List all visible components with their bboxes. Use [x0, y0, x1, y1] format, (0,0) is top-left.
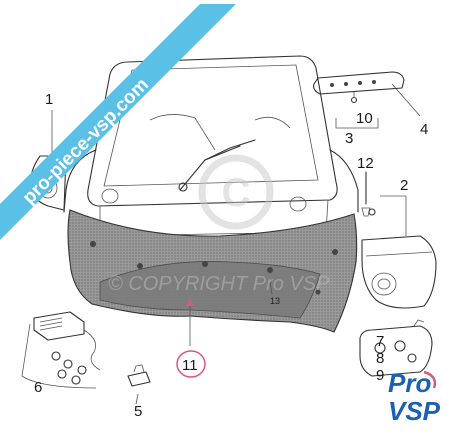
provsp-logo: Pro VSP — [388, 368, 441, 426]
callout-4: 4 — [420, 121, 428, 138]
callout-9: 9 — [376, 367, 384, 384]
callout-10: 10 — [356, 110, 373, 127]
callout-3: 3 — [345, 130, 353, 147]
logo-swoosh — [423, 370, 437, 389]
callout-12: 12 — [357, 155, 374, 172]
callout-8: 8 — [376, 350, 384, 367]
logo-line2: VSP — [388, 396, 441, 426]
callout-11: 11 — [182, 357, 198, 374]
callout-7: 7 — [376, 333, 384, 350]
highlight-ring — [176, 350, 206, 378]
callout-6: 6 — [34, 379, 42, 396]
banner-text: pro-piece-vsp.com — [19, 74, 153, 208]
screw-part — [361, 171, 376, 217]
rear-bumper — [67, 209, 358, 333]
vehicle-rear-body — [63, 55, 359, 237]
clip-part — [127, 364, 151, 387]
watermark-text: © COPYRIGHT Pro VSP — [108, 273, 330, 295]
callout-5: 5 — [134, 403, 142, 420]
callout-2: 2 — [400, 177, 408, 194]
lamp-bulb-parts-cluster — [359, 319, 433, 377]
parking-sensor-kit — [21, 311, 101, 389]
svg-text:C: C — [222, 171, 251, 215]
callout-13: 13 — [270, 296, 280, 306]
callout-1: 1 — [45, 91, 53, 108]
copyright-watermark: C © COPYRIGHT Pro VSP — [108, 154, 330, 295]
leader-lines — [135, 195, 406, 405]
third-brake-lamp — [313, 71, 421, 129]
right-tail-lamp — [361, 196, 437, 309]
